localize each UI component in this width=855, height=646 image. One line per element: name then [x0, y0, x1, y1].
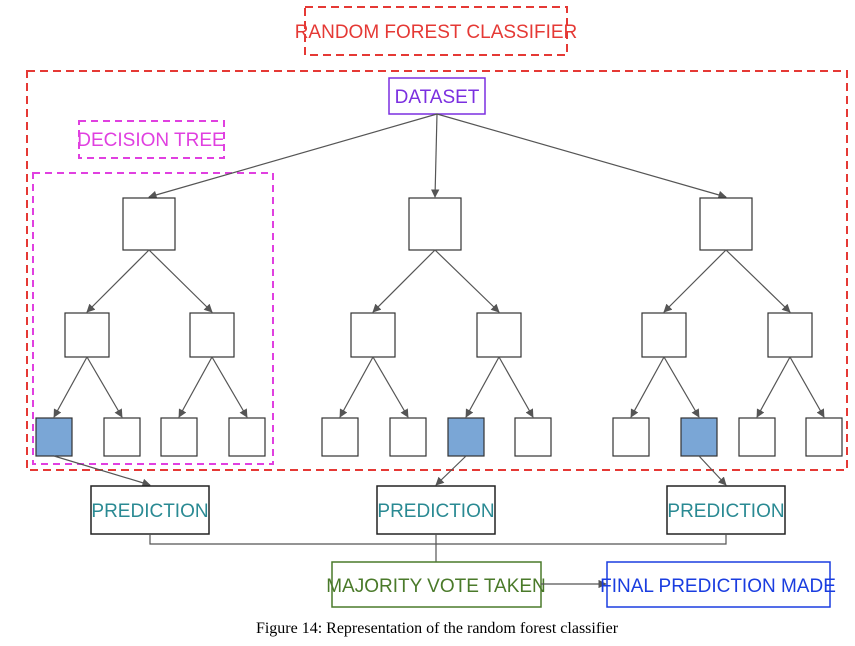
tree-2-leaf-node-4 — [514, 417, 552, 457]
final-prediction-label: FINAL PREDICTION MADE — [600, 576, 836, 597]
tree-2-root-node — [408, 197, 462, 251]
final-prediction-box — [606, 561, 831, 608]
tree-1-edge-mid-leaf-4 — [211, 356, 248, 418]
prediction-box-3 — [666, 485, 786, 535]
dataset-to-tree-2-arrow — [430, 113, 440, 198]
tree-3-edge-mid-leaf-1 — [630, 356, 665, 418]
tree-1-edge-mid-leaf-3 — [178, 356, 213, 418]
tree-3-internal-node-1 — [641, 312, 687, 358]
tree-3-leaf-node-1 — [612, 417, 650, 457]
tree-2-edge-mid-leaf-4 — [498, 356, 534, 418]
prediction-label-3: PREDICTION — [667, 501, 784, 522]
tree-1-leaf-node-1 — [35, 417, 73, 457]
tree-3-leaf-node-4 — [805, 417, 843, 457]
tree-1-leaf-node-4 — [228, 417, 266, 457]
tree-3-internal-node-2 — [767, 312, 813, 358]
tree-1-leaf-node-3 — [160, 417, 198, 457]
tree-3-leaf-to-prediction-arrow — [698, 455, 727, 486]
tree-3-edge-mid-leaf-3 — [756, 356, 791, 418]
tree-1-edge-mid-leaf-2 — [86, 356, 123, 418]
majority-vote-box — [331, 561, 542, 608]
decision-tree-label-box — [78, 120, 225, 159]
tree-3-edge-mid-leaf-4 — [789, 356, 825, 418]
tree-2-leaf-to-prediction-arrow — [435, 455, 467, 486]
tree-2-leaf-node-3 — [447, 417, 485, 457]
tree-2-edge-root-mid-1 — [372, 249, 436, 313]
tree-3-root-node — [699, 197, 753, 251]
title-label: RANDOM FOREST CLASSIFIER — [295, 22, 578, 43]
tree-1-leaf-node-2 — [103, 417, 141, 457]
tree-1-root-node — [122, 197, 176, 251]
tree-3-leaf-node-3 — [738, 417, 776, 457]
tree-2-leaf-node-2 — [389, 417, 427, 457]
tree-1-edge-root-mid-2 — [148, 249, 213, 313]
dataset-to-tree-1-arrow — [148, 113, 438, 199]
dataset-box — [388, 77, 486, 115]
dataset-to-tree-3-arrow — [436, 113, 727, 199]
forest-container — [26, 70, 848, 471]
tree-2-internal-node-1 — [350, 312, 396, 358]
tree-2-edge-root-mid-2 — [434, 249, 500, 313]
tree-2-leaf-node-1 — [321, 417, 359, 457]
prediction-box-2 — [376, 485, 496, 535]
tree-1-leaf-to-prediction-arrow — [53, 455, 151, 487]
tree-2-internal-node-2 — [476, 312, 522, 358]
tree-3-edge-root-mid-2 — [725, 249, 791, 313]
figure-caption: Figure 14: Representation of the random … — [256, 620, 619, 637]
trees-group — [35, 113, 843, 487]
dataset-label: DATASET — [395, 87, 480, 108]
title-box — [304, 6, 568, 56]
tree-1-edge-mid-leaf-1 — [53, 356, 88, 418]
tree-2-edge-mid-leaf-3 — [465, 356, 500, 418]
majority-vote-label: MAJORITY VOTE TAKEN — [326, 576, 546, 597]
tree-3-edge-mid-leaf-2 — [663, 356, 700, 418]
tree-1-internal-node-1 — [64, 312, 110, 358]
prediction-box-1 — [90, 485, 210, 535]
tree-2-edge-mid-leaf-2 — [372, 356, 409, 418]
tree-3-edge-root-mid-1 — [663, 249, 727, 313]
tree-1-edge-root-mid-1 — [86, 249, 150, 313]
decision-tree-label: DECISION TREE — [77, 130, 224, 151]
tree-1-internal-node-2 — [189, 312, 235, 358]
decision-tree-container — [32, 172, 274, 465]
prediction-join-bracket — [149, 534, 727, 562]
prediction-label-2: PREDICTION — [377, 501, 494, 522]
prediction-label-1: PREDICTION — [91, 501, 208, 522]
tree-3-leaf-node-2 — [680, 417, 718, 457]
tree-2-edge-mid-leaf-1 — [339, 356, 374, 418]
